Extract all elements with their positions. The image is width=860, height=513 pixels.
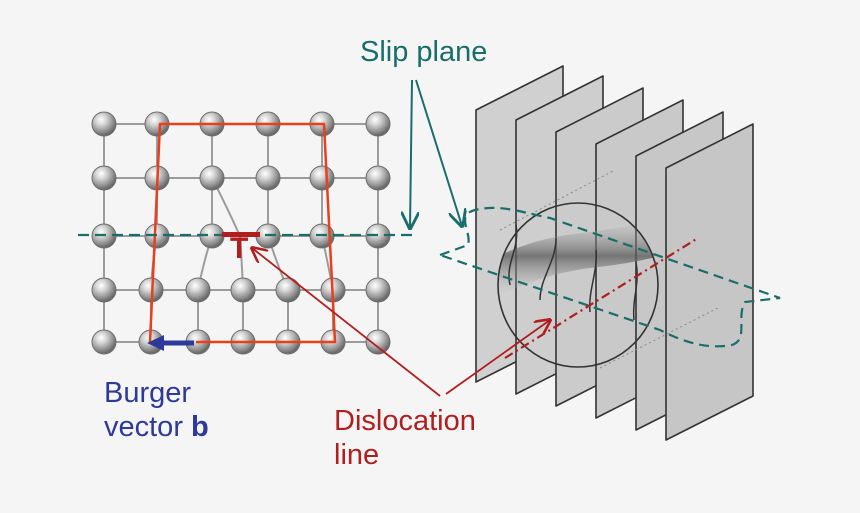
lattice-atoms bbox=[91, 111, 391, 355]
dislocation-label-line1: Dislocation bbox=[334, 405, 476, 437]
burgers-label-line2: vector b bbox=[104, 410, 209, 444]
edge-dislocation-glyph: T bbox=[230, 232, 248, 265]
crystal-planes bbox=[475, 65, 754, 441]
burgers-label-line1: Burger bbox=[104, 377, 192, 409]
burgers-vector-arrow bbox=[147, 335, 194, 351]
slip-plane-outline bbox=[436, 206, 781, 348]
dislocation-label-line2: line bbox=[334, 439, 380, 471]
edge-dislocation-symbol: T bbox=[222, 232, 260, 265]
dislocation-line-label: Dislocation line bbox=[334, 404, 476, 472]
slip-plane-label: Slip plane bbox=[360, 36, 488, 68]
dislocation-pointers bbox=[252, 248, 550, 397]
burgers-symbol: b bbox=[191, 411, 209, 443]
slip-plane-pointers bbox=[410, 79, 462, 228]
burgers-circuit bbox=[148, 122, 337, 344]
guide-lines bbox=[499, 169, 719, 369]
burgers-vector-label: Burger vector b bbox=[104, 376, 209, 444]
burgers-label-prefix: vector bbox=[104, 411, 192, 443]
dislocation-loop-circle bbox=[497, 202, 659, 368]
